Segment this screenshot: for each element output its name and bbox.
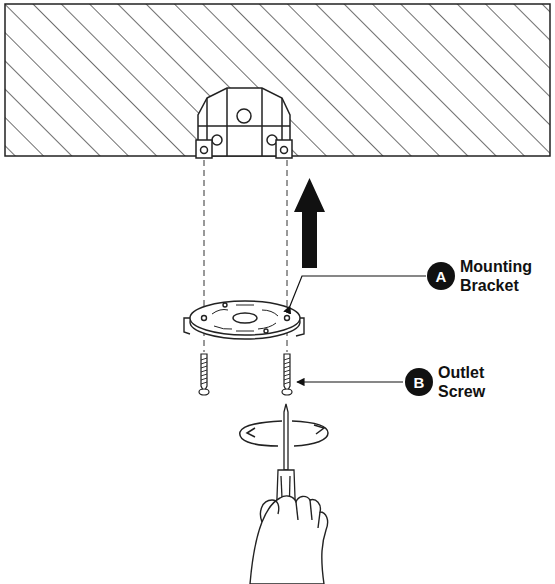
callout-letter-text: B (414, 375, 425, 390)
screw-thread (284, 362, 290, 364)
rotation-arrow (240, 421, 328, 446)
callout-letter: A (427, 262, 455, 290)
mounting-bracket (184, 301, 304, 339)
screw-thread (284, 382, 290, 384)
leader-line (290, 276, 426, 306)
screw-thread (284, 370, 290, 372)
ceiling (5, 4, 550, 156)
outlet-screw (199, 354, 292, 395)
screw-thread (201, 358, 207, 360)
callout-letter: B (405, 368, 433, 396)
junction-box (196, 88, 292, 158)
part-name: Mounting Bracket (460, 257, 550, 295)
screw-thread (284, 358, 290, 360)
part-name: Outlet Screw (438, 363, 522, 401)
direction-arrow (294, 178, 325, 268)
screw-thread (284, 374, 290, 376)
screw-thread (201, 382, 207, 384)
screw-thread (284, 378, 290, 380)
screw-thread (201, 362, 207, 364)
screw-thread (201, 378, 207, 380)
leader-line (297, 381, 403, 382)
callout-letter-text: A (436, 269, 447, 284)
screw-thread (201, 366, 207, 368)
hand (250, 496, 328, 584)
screw-thread (201, 374, 207, 376)
screw-thread (284, 366, 290, 368)
screw-thread (201, 370, 207, 372)
